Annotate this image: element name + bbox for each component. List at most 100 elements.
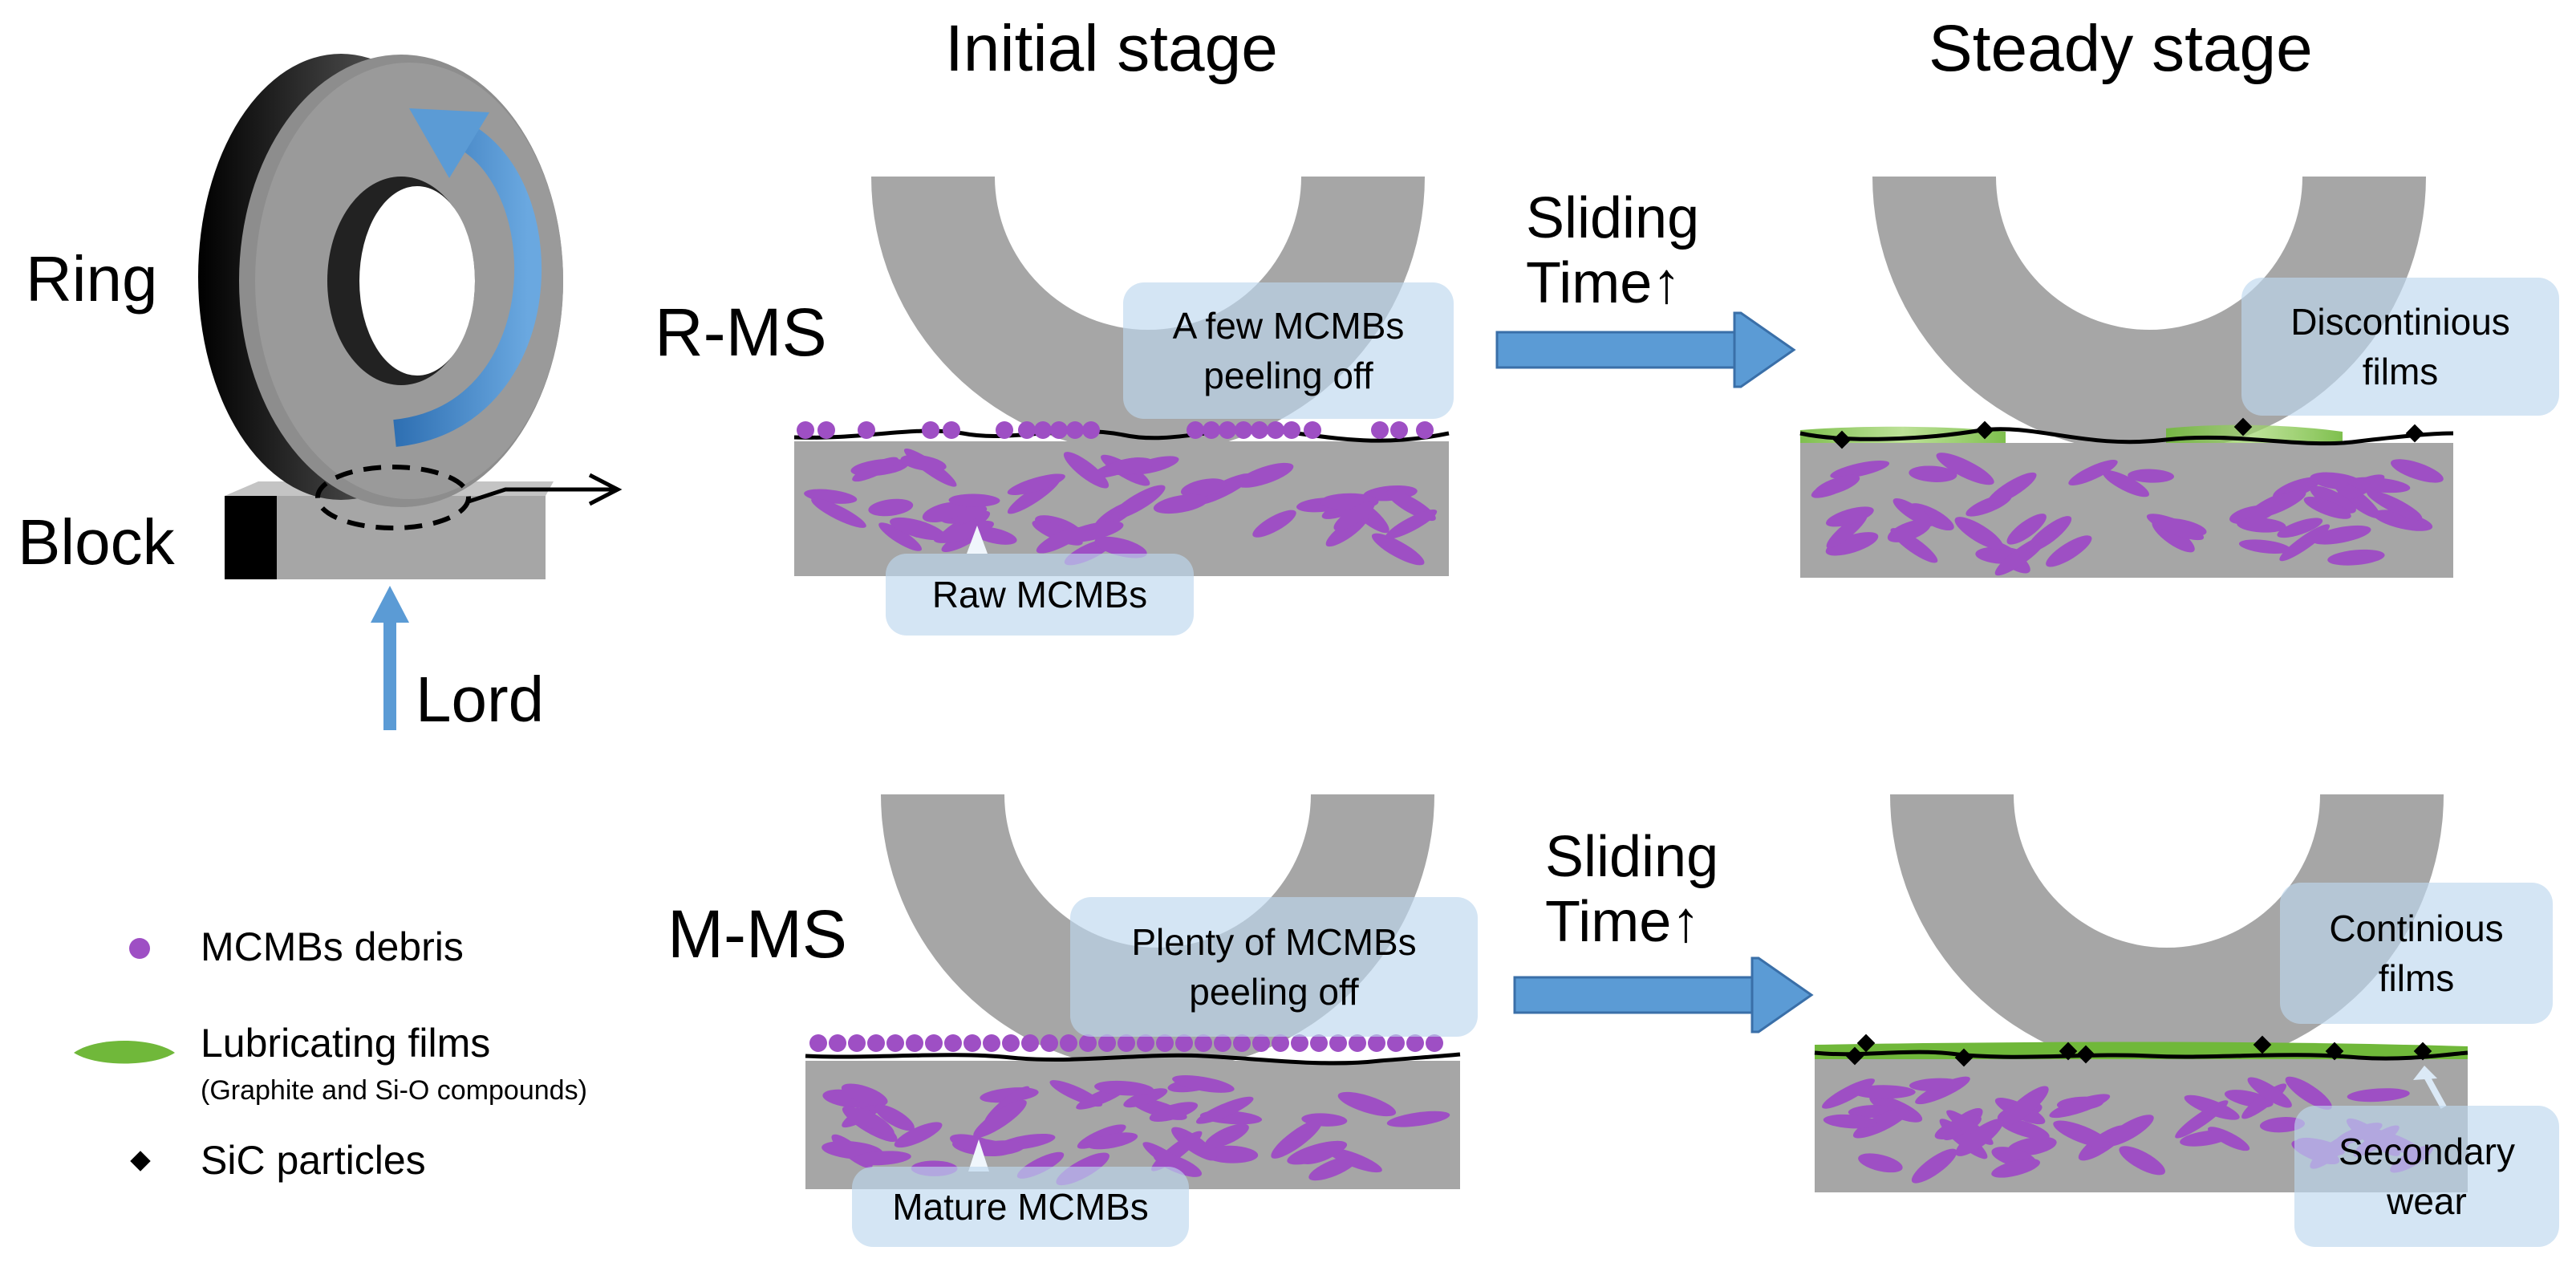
sic-particle	[2059, 1042, 2078, 1061]
legend-films-label: Lubricating films	[201, 1021, 491, 1066]
sliding-time-top-line1: Sliding	[1526, 186, 1700, 250]
mcmb-particle	[2347, 1088, 2410, 1103]
mcmb-debris-dot	[1251, 421, 1268, 439]
mcmb-particle	[1287, 1140, 1348, 1165]
mcmb-debris-dot	[1195, 1034, 1212, 1052]
mcmb-debris-dot	[996, 421, 1013, 439]
mcmb-particle	[1385, 510, 1438, 539]
mcmb-particle	[1123, 1088, 1168, 1108]
sic-particles-mms-steady	[1845, 1033, 2432, 1067]
mcmb-particle	[2006, 514, 2047, 545]
block-shape	[225, 496, 546, 579]
legend-films-sublabel: (Graphite and Si-O compounds)	[201, 1075, 587, 1106]
mcmb-debris-dot	[1002, 1034, 1020, 1052]
mcmb-particle	[2103, 1115, 2154, 1147]
mcmb-particle	[948, 493, 1000, 507]
mcmb-particle	[2026, 516, 2072, 553]
mcmb-particle	[854, 1107, 895, 1136]
mcmb-debris-dot	[906, 1034, 923, 1052]
mcmb-particle	[2310, 485, 2356, 514]
callout-raw-mcmbs: Raw MCMBs	[886, 554, 1194, 636]
mcmb-debris-dot	[1283, 421, 1300, 439]
mcmb-particle	[2391, 459, 2444, 483]
mcmb-particle	[933, 520, 994, 543]
block-label: Block	[18, 506, 175, 578]
mcmb-debris-dot	[1416, 421, 1434, 439]
mcmb-debris-dot	[1406, 1034, 1424, 1052]
mcmb-particle	[890, 517, 946, 541]
mcmb-debris-dot	[817, 421, 835, 439]
lubricating-film-rms-steady-left	[1800, 426, 2006, 443]
mcmb-debris-dot	[922, 421, 939, 439]
mcmb-particle	[2237, 518, 2286, 533]
mcmb-debris-dot	[1175, 1034, 1193, 1052]
mcmb-debris-dot	[1371, 421, 1389, 439]
legend-symbols	[74, 938, 175, 1172]
mcmb-particle	[2279, 524, 2331, 562]
mcmb-debris-dot	[1267, 421, 1284, 439]
mcmb-particle	[1094, 536, 1147, 558]
mcmb-particle	[1180, 478, 1227, 497]
sic-particle	[2253, 1035, 2272, 1054]
mcmb-debris-dot	[1291, 1034, 1308, 1052]
mcmb-particle	[878, 522, 922, 551]
sliding-time-bottom-line2: Time↑	[1545, 889, 1701, 954]
sic-particle	[1832, 430, 1852, 449]
mcmb-particle	[1823, 1114, 1877, 1129]
mcmb-debris-dot	[1203, 421, 1220, 439]
mcmb-particle	[2068, 460, 2118, 485]
mcmb-debris-dot	[1235, 421, 1252, 439]
mcmb-debris-dot	[1156, 1034, 1174, 1052]
sliding-arrow-top	[1495, 311, 1796, 388]
mcmb-particle	[852, 1151, 911, 1166]
mcmb-particle	[1858, 1153, 1903, 1173]
mcmb-particle	[2277, 518, 2323, 538]
mcmb-debris-dot	[858, 421, 875, 439]
mcmb-particles-mms-initial	[821, 1074, 1450, 1186]
mcmb-particle	[2285, 1076, 2332, 1110]
mcmb-particle	[1087, 1132, 1138, 1150]
mcmb-particle	[1852, 1107, 1909, 1139]
ring-block-apparatus	[198, 54, 623, 730]
sic-particle	[2076, 1045, 2095, 1064]
mcmb-particle	[1203, 1145, 1259, 1163]
sic-particles-rms-steady	[1832, 417, 2424, 449]
mcmb-particle	[1337, 1091, 1397, 1117]
mcmb-particle	[1822, 1078, 1875, 1109]
mcmb-debris-dot	[1272, 1034, 1289, 1052]
sic-particle	[2325, 1042, 2344, 1061]
wear-surface-mms-steady	[1814, 1050, 2468, 1061]
mcmb-debris-dot	[1098, 1034, 1116, 1052]
mcmb-particle	[2373, 510, 2433, 531]
mcmb-particle	[1991, 1158, 2041, 1178]
title-steady-stage: Steady stage	[1929, 12, 2313, 85]
mcmb-particle	[2046, 535, 2092, 567]
mcmb-debris-dot	[1304, 421, 1321, 439]
mcmb-debris-dot	[944, 1034, 962, 1052]
mcmb-debris-dot	[829, 1034, 846, 1052]
block-end-face	[225, 496, 277, 579]
mcmb-particle	[1825, 532, 1879, 556]
mcmb-particle	[1149, 1102, 1199, 1122]
mcmb-particle	[1909, 1078, 1963, 1091]
mcmb-debris-dot	[963, 1034, 981, 1052]
mcmb-particle	[2146, 514, 2205, 541]
mcmb-particle	[1063, 452, 1110, 489]
ring-hole-opening	[359, 186, 475, 376]
wear-surface-rms-initial	[793, 427, 1450, 443]
mcmb-particle	[2128, 469, 2174, 483]
callout-mature-mcmbs: Mature MCMBs	[852, 1167, 1189, 1247]
mcmb-debris-rms-initial	[797, 421, 1434, 439]
legend-sic-label: SiC particles	[201, 1138, 426, 1183]
ring-label: Ring	[26, 243, 158, 315]
mcmb-debris-dot	[1387, 1034, 1405, 1052]
rotation-arrow	[392, 124, 542, 447]
title-initial-stage: Initial stage	[945, 12, 1278, 85]
mcmb-particle	[900, 454, 947, 472]
mcmb-particles-rms-initial	[804, 449, 1438, 566]
mcmb-particle	[2247, 1077, 2292, 1108]
mcmb-debris-dot	[1079, 1034, 1097, 1052]
legend-film-icon	[74, 1041, 175, 1064]
mcmb-debris-dot	[1060, 1034, 1077, 1052]
mcmb-debris-dot	[1214, 1034, 1231, 1052]
